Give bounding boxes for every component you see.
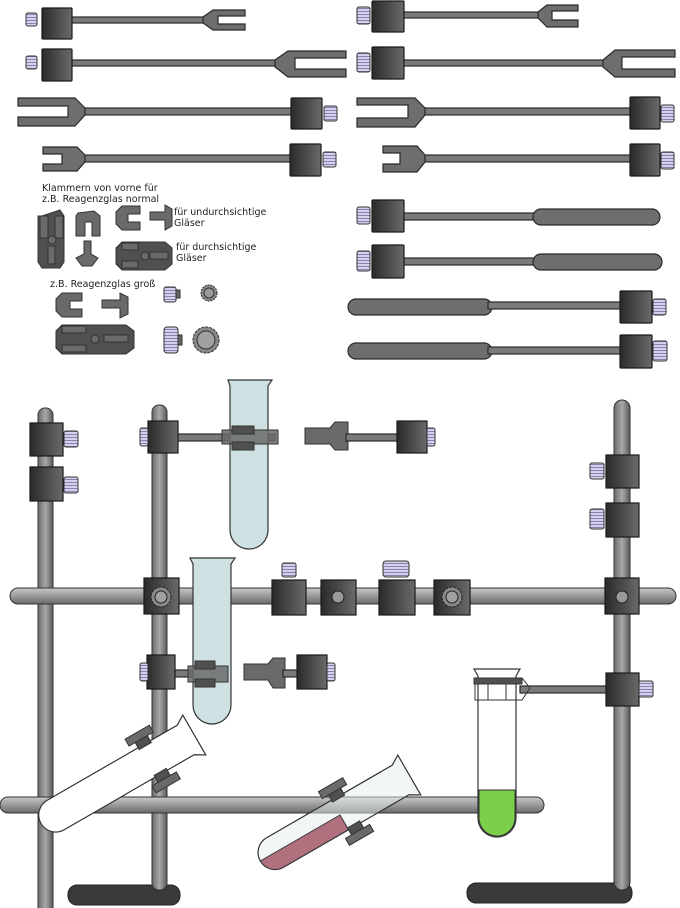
test-tube-tilted-red: [257, 753, 422, 871]
knob-icon: [652, 298, 667, 316]
boss-head-left-2: [29, 466, 79, 502]
clamp-rod-short-fork-2: [42, 143, 337, 177]
clamp-front-jaw-normal: [75, 210, 101, 267]
clamp-rod-short-fork-1: [25, 7, 246, 40]
stand-base-left: [67, 884, 181, 906]
clamp-rod-long-fork-2: [17, 97, 338, 130]
knob-icon: [356, 206, 371, 225]
knob-small-parts: [163, 284, 220, 354]
tube-clamp-detached-upper: [304, 420, 436, 454]
clamp-side-transparent: [115, 241, 173, 271]
label-opaque-2: Gläser: [174, 218, 205, 229]
vertical-rod-middle: [151, 404, 168, 891]
knob-icon: [356, 250, 371, 272]
knob-icon: [356, 52, 371, 73]
knob-icon: [25, 55, 38, 70]
label-transparent-1: für durchsichtige: [176, 242, 257, 253]
tube-clamp-detached-lower: [243, 654, 336, 690]
knob-icon: [25, 12, 38, 27]
label-transparent-2: Gläser: [176, 253, 207, 264]
knob-icon: [322, 151, 337, 168]
tube-clamp-right: [519, 672, 654, 707]
paddle-rod-3: [347, 290, 667, 324]
cross-boss-5: [433, 579, 471, 616]
clamp-side-large-assembled: [55, 324, 135, 355]
cross-boss-3: [320, 579, 357, 616]
label-opaque-1: für undurchsichtige: [174, 207, 267, 218]
knob-icon: [323, 105, 338, 122]
tube-clamp-jaw-upper: [221, 425, 279, 451]
knob-icon: [652, 340, 668, 362]
test-tube-upper: [227, 379, 274, 550]
cross-boss-4: [378, 560, 416, 616]
knob-icon: [356, 6, 371, 25]
boss-head-left-1: [29, 422, 79, 457]
label-front-view-2: z.B. Reagenzglas normal: [42, 194, 159, 205]
label-large-tube: z.B. Reagenzglas groß: [50, 279, 155, 290]
cross-boss-2: [271, 562, 307, 616]
cross-boss-1: [143, 577, 180, 615]
vertical-rod-left: [37, 407, 54, 908]
label-front-view-1: Klammern von vorne für: [42, 183, 158, 194]
clamp-rod-short-fork-4: [382, 143, 675, 177]
clamp-front-assembled-normal: [37, 209, 65, 269]
clamp-rod-long-fork-4: [356, 96, 675, 130]
test-tube-green: [472, 668, 531, 838]
paddle-rod-4: [347, 334, 668, 369]
clamp-rod-long-fork-1: [25, 48, 347, 82]
tube-clamp-jaw-lower: [187, 660, 229, 688]
clamp-rod-long-fork-3: [356, 46, 676, 80]
cross-boss-6: [604, 577, 640, 615]
horizontal-rod-lower: [0, 796, 545, 814]
stand-base-right: [466, 882, 633, 904]
boss-head-right-2: [589, 502, 640, 538]
paddle-rod-2: [356, 244, 663, 279]
knob-side-large-icon: [163, 326, 179, 354]
test-tube-middle: [189, 557, 237, 725]
knob-side-icon: [163, 286, 177, 303]
clamp-side-large-parts: [55, 292, 129, 319]
test-tube-tilted-empty: [38, 713, 207, 833]
knob-icon: [660, 104, 675, 123]
boss-head-right-1: [589, 454, 640, 489]
knob-icon: [660, 151, 675, 170]
paddle-rod-1: [356, 199, 661, 233]
clamp-side-opaque: [115, 204, 173, 231]
clamp-rod-short-fork-3: [356, 0, 579, 33]
